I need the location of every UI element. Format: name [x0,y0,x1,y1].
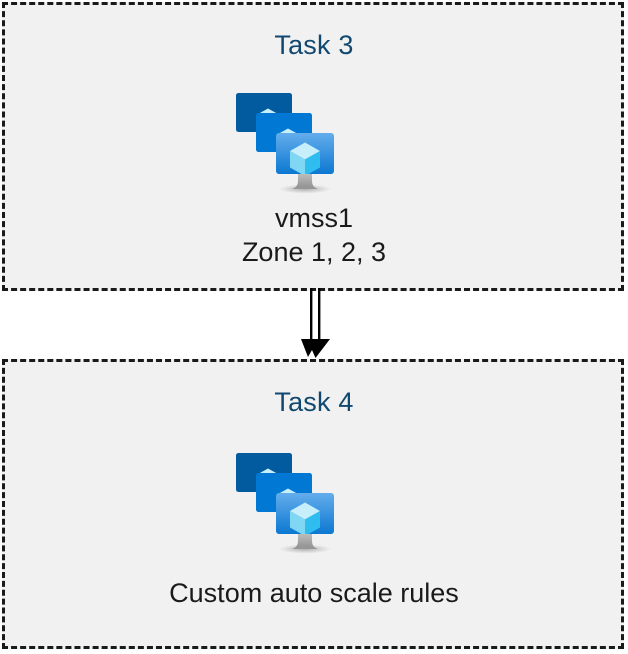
azure-vm-scale-set-icon [228,448,344,556]
task3-caption: vmss1 Zone 1, 2, 3 [0,201,628,269]
task4-caption: Custom auto scale rules [0,576,628,610]
azure-vm-scale-set-icon [228,88,344,196]
caption-line: vmss1 [274,203,353,233]
task3-title: Task 3 [274,30,354,60]
task4-title: Task 4 [274,387,354,417]
caption-line: Custom auto scale rules [169,578,459,608]
caption-line: Zone 1, 2, 3 [241,237,387,267]
double-line-arrow-icon [294,288,338,364]
